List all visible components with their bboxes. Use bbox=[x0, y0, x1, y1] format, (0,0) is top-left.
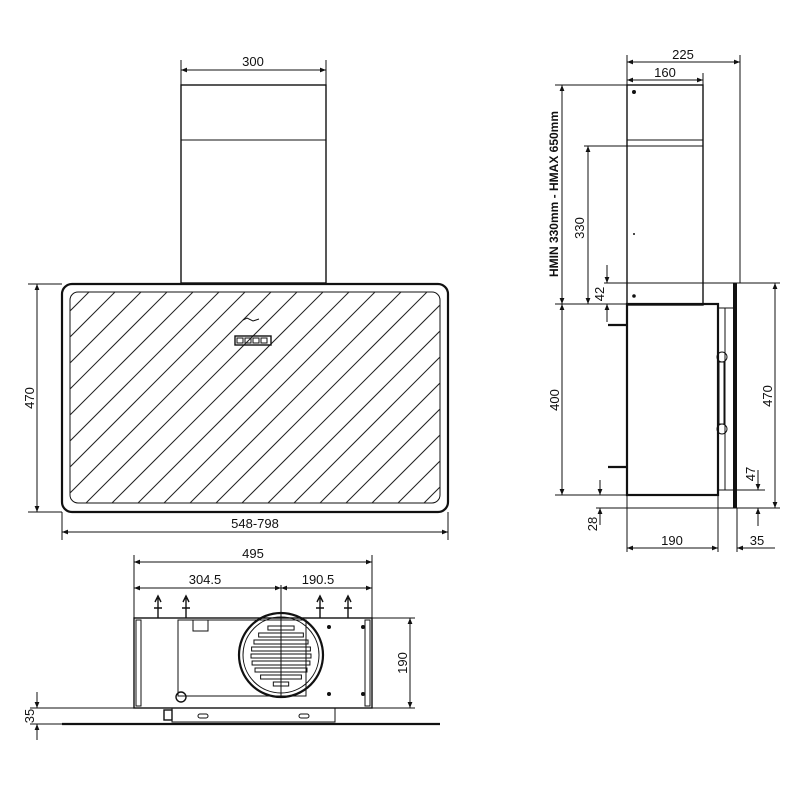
hatch-line bbox=[70, 292, 194, 503]
dim-bottom-depth: 190 bbox=[395, 652, 410, 674]
hatch-line bbox=[397, 292, 440, 503]
dim-chimney-depth: 160 bbox=[654, 65, 676, 80]
dim-body-depth: 190 bbox=[661, 533, 683, 548]
dim-chimney-height-range: HMIN 330mm - HMAX 650mm bbox=[547, 111, 561, 277]
hatch-line bbox=[0, 292, 11, 503]
dim-hood-width: 548-798 bbox=[231, 516, 279, 531]
dim-total-width: 495 bbox=[242, 546, 264, 561]
hatch-line bbox=[85, 292, 298, 503]
control-button-icon bbox=[244, 337, 252, 344]
hatch-line bbox=[70, 292, 168, 503]
dim-body-bottom-offset: 28 bbox=[585, 517, 600, 531]
hood-glass-panel bbox=[60, 282, 450, 514]
hatch-line bbox=[70, 292, 116, 503]
front-view: 300 470 548-798 bbox=[0, 54, 450, 540]
dim-hood-height: 470 bbox=[22, 387, 37, 409]
control-button-icon bbox=[252, 337, 260, 344]
hatch-line bbox=[70, 292, 220, 503]
hatch-line bbox=[241, 292, 440, 503]
hatch-line bbox=[423, 292, 440, 503]
hatch-line bbox=[137, 292, 350, 503]
dim-chimney-min: 330 bbox=[572, 217, 587, 239]
dim-total-depth: 225 bbox=[672, 47, 694, 62]
dim-glass-offset-bottom: 47 bbox=[743, 467, 758, 481]
dim-left-to-outlet: 304.5 bbox=[189, 572, 222, 587]
side-body bbox=[625, 302, 720, 497]
dim-chimney-width: 300 bbox=[242, 54, 264, 69]
side-glass bbox=[733, 283, 737, 508]
side-view: 225 160 HMIN 330mm - HMAX 650mm 330 42 4… bbox=[547, 47, 780, 552]
mounting-bolt-icons bbox=[154, 594, 352, 618]
glass-hatching bbox=[0, 292, 440, 503]
dim-glass-height: 470 bbox=[760, 385, 775, 407]
hatch-line bbox=[319, 292, 440, 503]
control-panel bbox=[234, 317, 272, 346]
bottom-body bbox=[133, 617, 373, 709]
dim-body-height: 400 bbox=[547, 389, 562, 411]
hatch-line bbox=[70, 292, 246, 503]
dim-glass-depth: 35 bbox=[750, 533, 764, 548]
hatch-line bbox=[70, 292, 272, 503]
dim-outlet-to-right: 190.5 bbox=[302, 572, 335, 587]
hatch-line bbox=[215, 292, 428, 503]
control-button-icon bbox=[260, 337, 268, 344]
dim-glass-offset-top: 42 bbox=[592, 287, 607, 301]
hatch-line bbox=[371, 292, 440, 503]
bottom-view: 495 304.5 190.5 190 35 bbox=[22, 546, 440, 740]
side-chimney bbox=[626, 84, 704, 306]
hatch-line bbox=[70, 292, 142, 503]
hatch-line bbox=[345, 292, 440, 503]
hatch-line bbox=[267, 292, 440, 503]
hatch-line bbox=[189, 292, 402, 503]
chimney bbox=[180, 84, 327, 284]
hatch-line bbox=[163, 292, 376, 503]
hatch-line bbox=[70, 292, 90, 503]
control-button-icon bbox=[236, 337, 244, 344]
dim-glass-thickness: 35 bbox=[22, 709, 37, 723]
hatch-line bbox=[293, 292, 440, 503]
hatch-line bbox=[111, 292, 324, 503]
